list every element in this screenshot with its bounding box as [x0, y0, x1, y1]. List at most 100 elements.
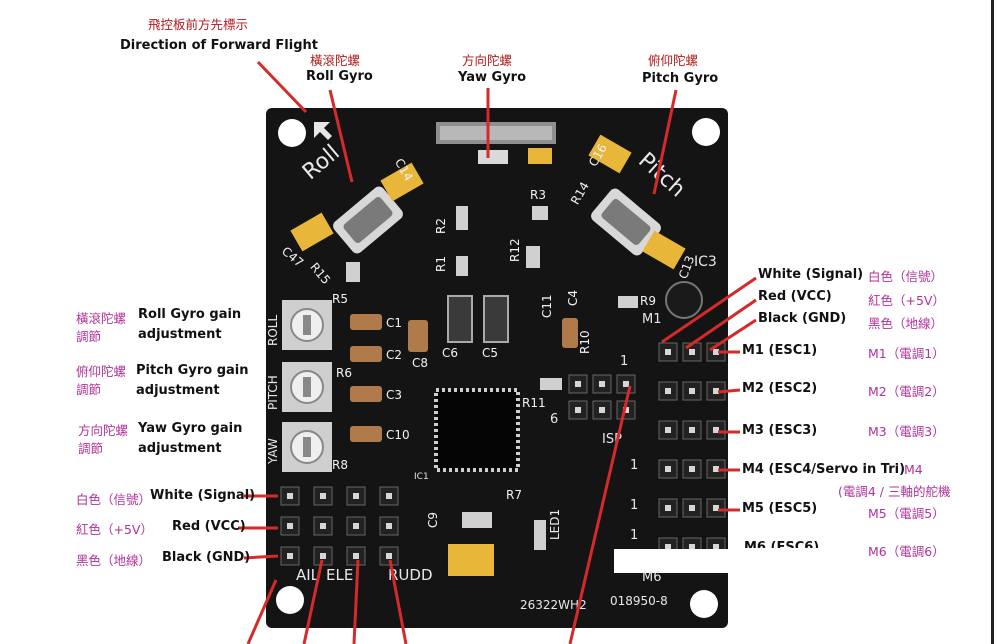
ic3-component: [665, 281, 703, 319]
black-gnd-left-en: Black (GND): [162, 550, 251, 565]
roll-gain-pot[interactable]: [282, 300, 332, 350]
silk-one-m4: 1: [630, 458, 639, 473]
receiver-pin[interactable]: [287, 493, 293, 499]
capacitor-bottom: [448, 544, 494, 576]
motor-pin[interactable]: [713, 466, 719, 472]
isp-pin[interactable]: [575, 381, 581, 387]
receiver-pin[interactable]: [320, 493, 326, 499]
forward-label-en: Direction of Forward Flight: [120, 38, 318, 53]
silk-roll-pot: ROLL: [266, 314, 280, 346]
receiver-pin[interactable]: [287, 523, 293, 529]
m2-label-en: M2 (ESC2): [742, 381, 818, 396]
label-r3: R3: [530, 188, 546, 202]
m4-label-en: M4 (ESC4/Servo in Tri): [742, 462, 906, 477]
silk-isp: ISP: [602, 432, 622, 447]
roll-gain-label-en-2: adjustment: [138, 327, 222, 342]
motor-pin[interactable]: [665, 427, 671, 433]
yaw-gain-label-en-1: Yaw Gyro gain: [138, 421, 243, 436]
label-c9: C9: [426, 511, 440, 528]
label-r10: R10: [578, 330, 592, 354]
mount-hole-top-right: [692, 118, 720, 146]
silk-serial-2: 018950-8: [610, 594, 668, 608]
label-r7: R7: [506, 488, 522, 502]
yaw-gain-pot[interactable]: [282, 422, 332, 472]
receiver-pin[interactable]: [320, 523, 326, 529]
m2-label-cn: M2（電調2）: [868, 384, 945, 399]
yaw-gyro-label-cn: 方向陀螺: [462, 53, 513, 68]
led1: [534, 520, 546, 550]
receiver-pin[interactable]: [353, 553, 359, 559]
red-vcc-right-en: Red (VCC): [758, 289, 832, 304]
roll-gyro-label-cn: 橫滾陀螺: [310, 53, 361, 68]
pitch-gain-label-en-2: adjustment: [136, 383, 220, 398]
yaw-capacitor: [528, 148, 552, 164]
pitch-gain-label-cn-1: 俯仰陀螺: [76, 364, 127, 379]
receiver-pin[interactable]: [320, 553, 326, 559]
motor-pin[interactable]: [665, 349, 671, 355]
yaw-gain-label-cn-2: 調節: [78, 441, 104, 456]
receiver-pin[interactable]: [386, 493, 392, 499]
pitch-gain-pot[interactable]: [282, 362, 332, 412]
silk-one-m5: 1: [630, 498, 639, 513]
motor-pin[interactable]: [713, 349, 719, 355]
motor-pin[interactable]: [713, 427, 719, 433]
label-r6: R6: [336, 366, 352, 380]
motor-pin[interactable]: [665, 466, 671, 472]
motor-pin[interactable]: [689, 505, 695, 511]
silk-pitch-pot: PITCH: [266, 375, 280, 410]
pitch-gain-label-en-1: Pitch Gyro gain: [136, 363, 249, 378]
label-r11: R11: [522, 396, 546, 410]
isp-pin[interactable]: [575, 407, 581, 413]
silk-one-m6: 1: [630, 528, 639, 543]
isp-pin[interactable]: [623, 407, 629, 413]
silk-pin6: 6: [550, 412, 559, 427]
receiver-pin[interactable]: [287, 553, 293, 559]
right-border: [991, 0, 994, 644]
label-c11: C11: [540, 294, 554, 318]
silk-yaw-pot: YAW: [266, 438, 280, 464]
receiver-headers: [280, 486, 399, 566]
motor-pin[interactable]: [713, 388, 719, 394]
motor-pin[interactable]: [689, 427, 695, 433]
label-r2: R2: [434, 218, 448, 234]
red-vcc-left-en: Red (VCC): [172, 519, 246, 534]
m4-label-cn-2: (電調4 / 三軸的舵機: [838, 484, 951, 499]
silk-ail: AIL: [296, 566, 320, 584]
isp-pin[interactable]: [599, 381, 605, 387]
receiver-pin[interactable]: [353, 523, 359, 529]
motor-pin[interactable]: [665, 544, 671, 550]
motor-pin[interactable]: [689, 544, 695, 550]
m1-label-cn: M1（電調1）: [868, 346, 945, 361]
isp-pin[interactable]: [623, 381, 629, 387]
motor-pin[interactable]: [713, 544, 719, 550]
silk-ic3: IC3: [694, 254, 717, 270]
white-signal-left-cn: 白色（信號）: [76, 492, 152, 507]
receiver-pin[interactable]: [386, 553, 392, 559]
label-r1: R1: [434, 256, 448, 272]
m5-label-en: M5 (ESC5): [742, 501, 818, 516]
red-vcc-right-cn: 紅色（+5V）: [868, 293, 945, 308]
motor-pin[interactable]: [689, 466, 695, 472]
m5-label-cn: M5（電調5）: [868, 506, 945, 521]
label-r8: R8: [332, 458, 348, 472]
white-signal-left-en: White (Signal): [150, 488, 256, 503]
roll-gyro-label-en: Roll Gyro: [306, 69, 373, 84]
label-c5: C5: [482, 346, 499, 360]
motor-pin[interactable]: [689, 349, 695, 355]
red-vcc-left-cn: 紅色（+5V）: [76, 522, 153, 537]
mount-hole-bottom-right: [690, 590, 718, 618]
receiver-pin[interactable]: [386, 523, 392, 529]
yaw-gyro-chip: [478, 150, 508, 164]
motor-pin[interactable]: [665, 388, 671, 394]
capacitor-c47: [290, 212, 334, 252]
isp-pin[interactable]: [599, 407, 605, 413]
roll-gain-label-cn-1: 橫滾陀螺: [76, 311, 127, 326]
yaw-gain-label-en-2: adjustment: [138, 441, 222, 456]
white-mask: [614, 549, 728, 573]
receiver-pin[interactable]: [353, 493, 359, 499]
motor-pin[interactable]: [665, 505, 671, 511]
motor-pin[interactable]: [689, 388, 695, 394]
motor-pin[interactable]: [713, 505, 719, 511]
silk-ic1: IC1: [414, 472, 429, 482]
